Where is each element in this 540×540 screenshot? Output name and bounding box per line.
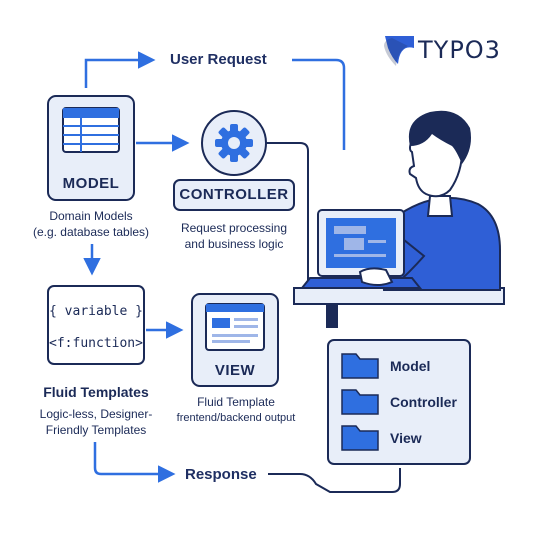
browser-window-icon	[205, 303, 265, 351]
folder-icon-view	[341, 425, 379, 451]
person-hair	[408, 110, 471, 164]
folder-label-view: View	[390, 430, 422, 446]
controller-caption-line1: Request processing	[180, 221, 288, 235]
fluid-code-function: <f:function>	[49, 336, 143, 351]
fluid-box	[47, 285, 145, 365]
controller-title: CONTROLLER	[179, 186, 289, 203]
view-title: VIEW	[214, 362, 256, 379]
fluid-caption-line2: Friendly Templates	[45, 423, 147, 437]
folder-icon-controller	[341, 389, 379, 415]
arrow-user-request-to-person	[292, 58, 346, 150]
arrow-model-to-user-request	[84, 51, 156, 88]
folder-label-model: Model	[390, 358, 431, 374]
model-caption-line1: Domain Models	[49, 209, 133, 223]
typo3-wordmark: TYPO3	[418, 36, 501, 64]
table-icon	[62, 107, 120, 153]
view-caption-line2: frentend/backend output	[176, 412, 296, 424]
folder-label-controller: Controller	[390, 394, 457, 410]
arrow-controller-to-person	[258, 142, 309, 286]
folder-icon-model	[341, 353, 379, 379]
view-caption-line1: Fluid Template	[197, 395, 275, 409]
model-caption-line2: (e.g. database tables)	[32, 225, 150, 239]
model-title: MODEL	[62, 175, 120, 192]
fluid-code-variable: { variable }	[49, 304, 143, 319]
arrow-to-response	[93, 442, 176, 483]
response-label: Response	[185, 466, 257, 483]
controller-box	[173, 179, 295, 211]
user-request-label: User Request	[170, 51, 267, 68]
typo3-logo-icon	[384, 36, 414, 66]
person-illustration	[293, 110, 505, 328]
fluid-title: Fluid Templates	[43, 384, 149, 400]
arrow-response-to-folders	[268, 468, 401, 493]
gear-icon	[215, 124, 253, 162]
desk-leg	[326, 304, 338, 328]
controller-caption-line2: and business logic	[184, 237, 284, 251]
fluid-caption-line1: Logic-less, Designer-	[39, 407, 153, 421]
